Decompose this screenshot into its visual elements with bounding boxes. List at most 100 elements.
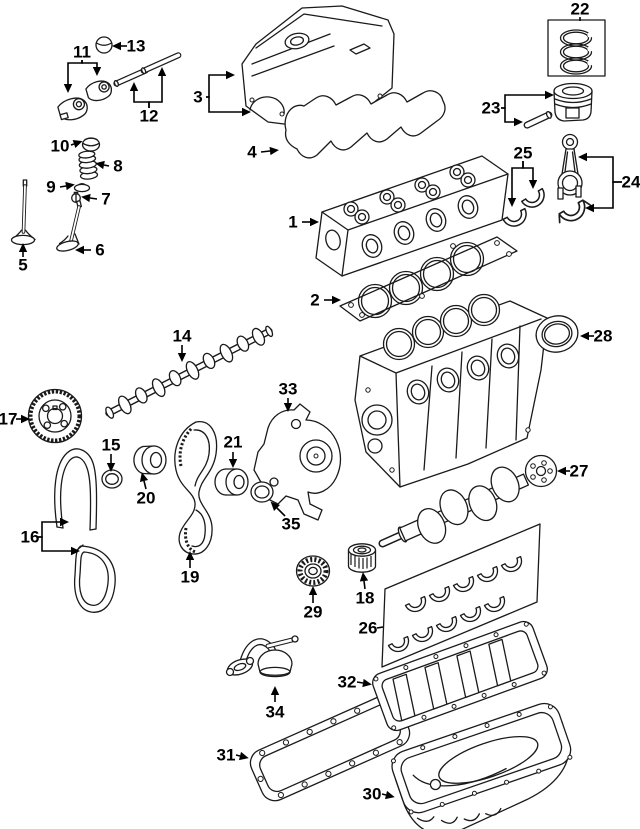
callout-10-valve-stem-cap: 10	[51, 137, 83, 156]
callout-4-valve-cover-gasket: 4	[247, 143, 279, 162]
callout-number: 10	[51, 137, 70, 156]
callout-21-belt-tensioner: 21	[224, 433, 243, 468]
callout-number: 21	[224, 433, 243, 452]
arrowhead-icon	[21, 414, 30, 424]
part-rocker-arms	[57, 80, 113, 121]
callout-32-upper-oil-pan: 32	[338, 673, 372, 692]
part-piston-and-pin	[523, 82, 593, 129]
leader-line	[501, 107, 514, 123]
leader-line	[206, 74, 226, 98]
callout-number: 31	[217, 746, 236, 765]
arrowhead-icon	[81, 193, 91, 203]
callout-number: 32	[338, 673, 357, 692]
arrowhead-icon	[18, 243, 28, 252]
callout-number: 28	[594, 327, 613, 346]
callout-24-connecting-rod: 24	[578, 152, 640, 213]
part-valve-spring	[78, 150, 99, 180]
callout-25-rod-bearings: 25	[507, 144, 538, 207]
arrowhead-icon	[226, 70, 235, 80]
leader-line	[206, 96, 242, 113]
callout-number: 11	[73, 43, 91, 62]
leader-line	[276, 507, 286, 517]
part-crankshaft	[378, 454, 558, 548]
callout-22-piston-ring-set: 22	[571, 0, 589, 21]
callout-6-valve: 6	[75, 241, 105, 260]
arrowhead-icon	[580, 331, 589, 341]
callout-number: 16	[21, 528, 40, 547]
leader-line	[143, 480, 147, 490]
callout-13-cap: 13	[112, 37, 145, 56]
part-valve-cover-gasket	[284, 90, 446, 159]
part-timing-belt	[174, 421, 218, 555]
arrowhead-icon	[60, 517, 69, 527]
arrowhead-icon	[507, 198, 517, 207]
part-crankshaft-sprocket	[347, 543, 377, 573]
leader-line	[363, 580, 366, 590]
arrowhead-icon	[228, 459, 238, 468]
callout-1-cylinder-head: 1	[288, 213, 319, 232]
part-main-bearing-set	[381, 523, 541, 668]
callout-layer: 1234567891011121314151617181920212223242…	[0, 0, 640, 804]
callout-28-rear-main-seal: 28	[580, 327, 612, 346]
callout-number: 20	[137, 489, 156, 508]
arrowhead-icon	[585, 203, 594, 213]
callout-2-cylinder-head-gasket: 2	[310, 291, 341, 310]
arrowhead-icon	[332, 295, 341, 305]
callout-3-valve-cover: 3	[193, 70, 251, 117]
callout-number: 30	[363, 785, 382, 804]
callout-number: 34	[266, 703, 285, 722]
callout-number: 19	[181, 568, 200, 587]
arrowhead-icon	[270, 686, 280, 695]
arrowhead-icon	[578, 152, 587, 162]
part-rocker-shafts	[113, 52, 182, 87]
callout-19-timing-belt: 19	[181, 551, 200, 587]
part-oil-pump	[253, 403, 342, 521]
leader-line	[235, 754, 241, 757]
callout-number: 24	[622, 173, 640, 192]
callout-number: 25	[514, 144, 533, 163]
callout-number: 27	[570, 462, 589, 481]
callout-number: 8	[113, 157, 122, 176]
arrowhead-icon	[63, 84, 73, 93]
callout-number: 13	[127, 37, 146, 56]
arrowhead-icon	[384, 790, 395, 800]
leader-line	[148, 76, 163, 108]
callout-23-piston-and-pin: 23	[482, 90, 554, 127]
callout-14-camshaft: 14	[173, 327, 192, 362]
part-oil-pan	[390, 702, 573, 829]
callout-8-valve-spring: 8	[95, 157, 123, 176]
callout-number: 18	[356, 589, 375, 608]
callout-number: 26	[359, 619, 378, 638]
arrowhead-icon	[112, 41, 121, 51]
arrowhead-icon	[514, 117, 523, 127]
callout-31-oil-pan-gasket: 31	[217, 746, 249, 765]
arrowhead-icon	[308, 586, 318, 595]
leader-line	[70, 143, 75, 146]
leader-line	[103, 164, 110, 167]
arrowhead-icon	[270, 501, 280, 511]
engine-block	[354, 293, 548, 488]
callout-5-valve: 5	[18, 243, 28, 275]
part-rod-bearings	[502, 187, 550, 231]
callout-9-spring-retainer: 9	[46, 178, 75, 197]
leader-line	[133, 91, 150, 108]
callout-29-pilot-bearing: 29	[304, 586, 322, 622]
callout-number: 12	[140, 107, 159, 126]
callout-number: 2	[310, 291, 319, 310]
arrowhead-icon	[95, 160, 105, 170]
leader-line	[594, 181, 622, 209]
callout-number: 33	[279, 380, 298, 399]
arrowhead-icon	[185, 551, 195, 560]
arrowhead-icon	[65, 181, 75, 191]
callout-26-main-bearing-set: 26	[359, 619, 384, 638]
callout-number: 3	[193, 88, 202, 107]
leader-line	[587, 156, 622, 183]
callout-7-valve-keeper: 7	[81, 190, 111, 209]
part-camshaft-gear	[27, 388, 83, 444]
callout-17-camshaft-gear: 17	[0, 410, 30, 429]
leader-line	[381, 793, 387, 796]
part-front-crankshaft-seal	[250, 481, 274, 503]
arrowhead-icon	[238, 751, 249, 761]
arrowhead-icon	[528, 180, 538, 189]
arrowhead-icon	[177, 353, 187, 362]
